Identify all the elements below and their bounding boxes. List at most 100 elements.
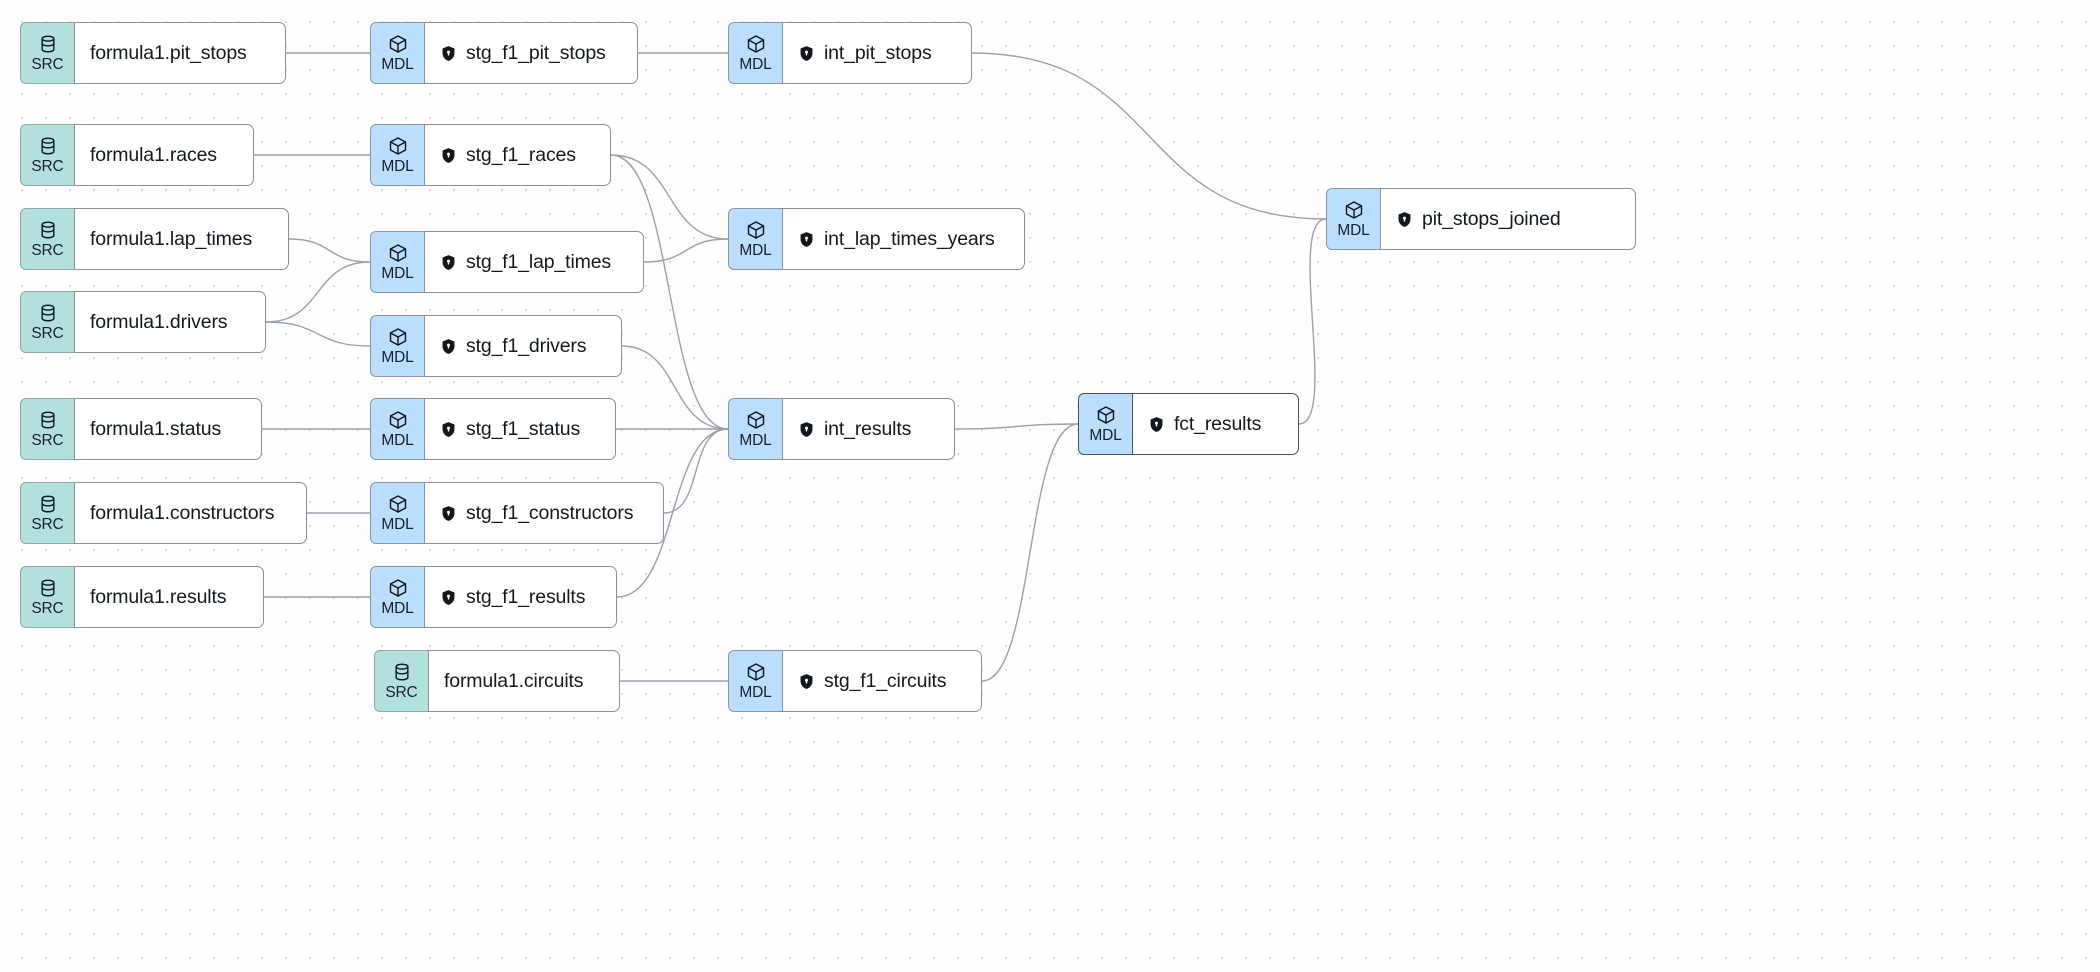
node-body-stg_status[interactable]: stg_f1_status [424, 398, 616, 460]
database-icon [38, 410, 58, 430]
node-body-stg_results[interactable]: stg_f1_results [424, 566, 617, 628]
cube-icon [388, 410, 408, 430]
node-type-label: MDL [1337, 221, 1370, 239]
node-title: formula1.results [90, 585, 227, 608]
node-type-badge-stg_results: MDL [370, 566, 424, 628]
node-body-stg_races[interactable]: stg_f1_races [424, 124, 611, 186]
graph-node-src_pit_stops[interactable]: SRC formula1.pit_stops [20, 22, 286, 84]
node-type-badge-int_pit_stops: MDL [728, 22, 782, 84]
shield-lock-icon [798, 421, 815, 438]
cube-icon [746, 34, 766, 54]
node-body-src_constructors[interactable]: formula1.constructors [74, 482, 307, 544]
node-body-fct_results[interactable]: fct_results [1132, 393, 1299, 455]
edge-stg_drivers-to-int_results [621, 345, 729, 430]
node-type-label: MDL [381, 264, 414, 282]
node-body-stg_pit_stops[interactable]: stg_f1_pit_stops [424, 22, 638, 84]
node-body-pit_stops_joined[interactable]: pit_stops_joined [1380, 188, 1636, 250]
node-type-badge-stg_drivers: MDL [370, 315, 424, 377]
edge-stg_constructors-to-int_results [663, 428, 729, 514]
node-type-label: SRC [31, 55, 64, 73]
graph-node-int_lap_times_years[interactable]: MDL int_lap_times_years [728, 208, 1025, 270]
graph-node-src_results[interactable]: SRC formula1.results [20, 566, 264, 628]
edge-src_drivers-to-stg_drivers [265, 321, 371, 347]
cube-icon [388, 494, 408, 514]
node-body-src_results[interactable]: formula1.results [74, 566, 264, 628]
database-icon [38, 136, 58, 156]
cube-icon [388, 327, 408, 347]
node-body-stg_constructors[interactable]: stg_f1_constructors [424, 482, 664, 544]
node-title: formula1.status [90, 417, 222, 440]
node-title: stg_f1_constructors [466, 501, 634, 524]
shield-lock-icon [798, 673, 815, 690]
node-type-badge-src_results: SRC [20, 566, 74, 628]
node-type-label: MDL [381, 157, 414, 175]
node-body-src_circuits[interactable]: formula1.circuits [428, 650, 620, 712]
shield-lock-icon [1396, 211, 1413, 228]
cube-icon [388, 243, 408, 263]
node-type-label: SRC [31, 515, 64, 533]
node-type-label: SRC [31, 157, 64, 175]
node-type-badge-stg_pit_stops: MDL [370, 22, 424, 84]
graph-node-src_drivers[interactable]: SRC formula1.drivers [20, 291, 266, 353]
cube-icon [746, 410, 766, 430]
node-body-int_lap_times_years[interactable]: int_lap_times_years [782, 208, 1025, 270]
node-type-badge-src_drivers: SRC [20, 291, 74, 353]
shield-lock-icon [1148, 416, 1165, 433]
node-type-badge-stg_lap_times: MDL [370, 231, 424, 293]
graph-node-src_status[interactable]: SRC formula1.status [20, 398, 262, 460]
node-type-label: MDL [381, 515, 414, 533]
graph-node-stg_status[interactable]: MDL stg_f1_status [370, 398, 616, 460]
graph-node-stg_races[interactable]: MDL stg_f1_races [370, 124, 611, 186]
database-icon [38, 34, 58, 54]
node-type-label: MDL [381, 348, 414, 366]
node-type-badge-int_lap_times_years: MDL [728, 208, 782, 270]
node-type-badge-stg_races: MDL [370, 124, 424, 186]
node-title: int_lap_times_years [824, 227, 995, 250]
shield-lock-icon [440, 45, 457, 62]
node-type-badge-stg_status: MDL [370, 398, 424, 460]
node-title: int_results [824, 417, 912, 440]
graph-node-stg_circuits[interactable]: MDL stg_f1_circuits [728, 650, 982, 712]
node-type-label: MDL [739, 683, 772, 701]
node-body-int_results[interactable]: int_results [782, 398, 955, 460]
node-body-stg_circuits[interactable]: stg_f1_circuits [782, 650, 982, 712]
node-body-stg_lap_times[interactable]: stg_f1_lap_times [424, 231, 644, 293]
node-type-badge-pit_stops_joined: MDL [1326, 188, 1380, 250]
node-body-stg_drivers[interactable]: stg_f1_drivers [424, 315, 622, 377]
shield-lock-icon [440, 147, 457, 164]
node-title: stg_f1_drivers [466, 334, 587, 357]
node-body-src_lap_times[interactable]: formula1.lap_times [74, 208, 289, 270]
node-title: formula1.constructors [90, 501, 275, 524]
graph-node-src_races[interactable]: SRC formula1.races [20, 124, 254, 186]
database-icon [38, 303, 58, 323]
graph-node-stg_constructors[interactable]: MDL stg_f1_constructors [370, 482, 664, 544]
node-type-label: SRC [31, 599, 64, 617]
shield-lock-icon [798, 231, 815, 248]
node-type-label: SRC [31, 324, 64, 342]
node-type-label: SRC [31, 431, 64, 449]
node-body-src_pit_stops[interactable]: formula1.pit_stops [74, 22, 286, 84]
graph-node-pit_stops_joined[interactable]: MDL pit_stops_joined [1326, 188, 1636, 250]
edge-stg_races-to-int_lap_times_years [610, 154, 729, 240]
graph-node-src_constructors[interactable]: SRC formula1.constructors [20, 482, 307, 544]
node-title: formula1.drivers [90, 310, 228, 333]
node-type-label: MDL [381, 431, 414, 449]
node-body-int_pit_stops[interactable]: int_pit_stops [782, 22, 972, 84]
node-body-src_drivers[interactable]: formula1.drivers [74, 291, 266, 353]
node-type-badge-stg_constructors: MDL [370, 482, 424, 544]
graph-node-stg_drivers[interactable]: MDL stg_f1_drivers [370, 315, 622, 377]
node-body-src_status[interactable]: formula1.status [74, 398, 262, 460]
graph-node-stg_lap_times[interactable]: MDL stg_f1_lap_times [370, 231, 644, 293]
node-title: formula1.circuits [444, 669, 584, 692]
node-body-src_races[interactable]: formula1.races [74, 124, 254, 186]
shield-lock-icon [440, 589, 457, 606]
